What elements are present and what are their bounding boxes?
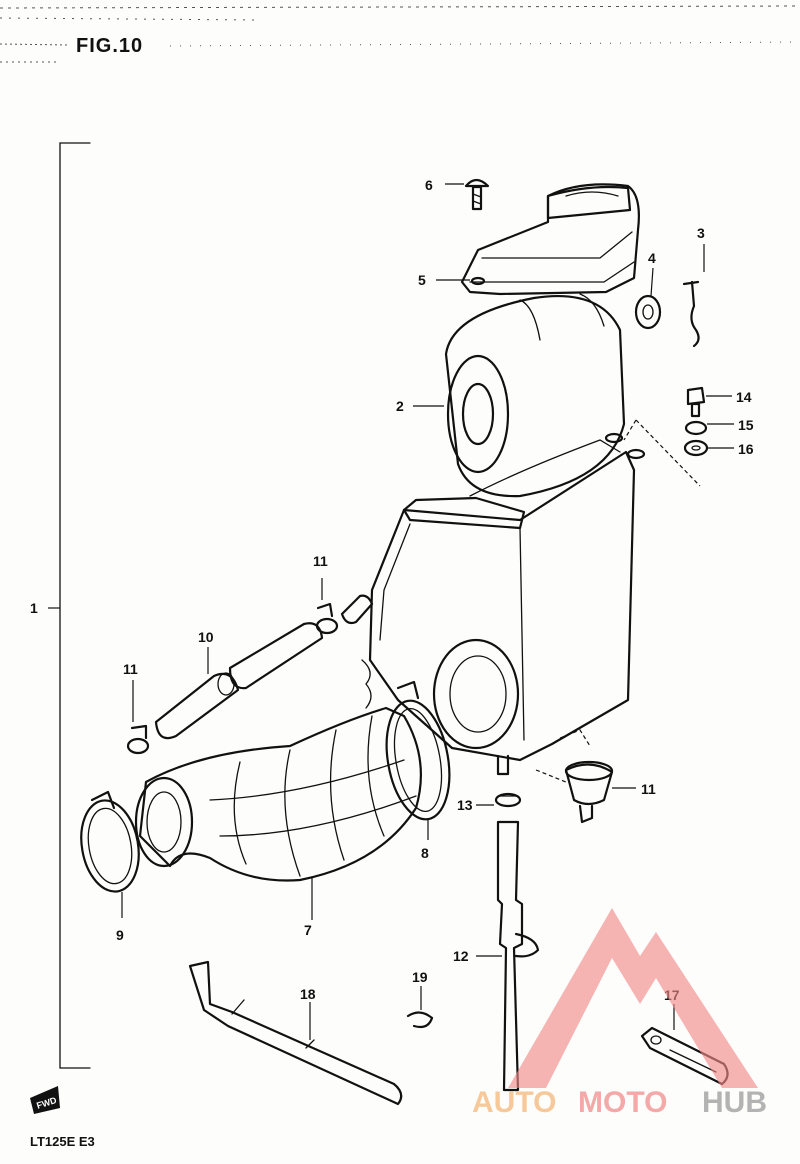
breather-stub	[340, 594, 374, 625]
callout-8: 8	[421, 845, 429, 861]
assembly-bracket	[48, 142, 91, 1069]
drain-hose	[496, 820, 540, 1092]
hose-clip-small	[406, 1011, 434, 1029]
callout-1: 1	[30, 600, 38, 616]
callout-17: 16	[738, 441, 754, 457]
callout-20: 19	[412, 969, 428, 985]
strap-band	[188, 960, 403, 1106]
air-cleaner-case	[361, 432, 646, 776]
callout-7: 7	[304, 922, 312, 938]
mount-bolt-washers	[683, 386, 709, 457]
watermark-hub: HUB	[702, 1086, 767, 1119]
drain-hose-clamp	[494, 792, 522, 808]
watermark-moto: MOTO	[578, 1086, 667, 1119]
watermark-logo: AUTO MOTO HUB	[472, 908, 767, 1119]
breather-tube	[154, 622, 324, 740]
grommet-part	[634, 294, 662, 330]
watermark-auto: AUTO	[472, 1086, 556, 1119]
callout-13: 12	[453, 948, 469, 964]
scan-noise	[0, 5, 800, 63]
figure-title: FIG.10	[76, 35, 143, 57]
callout-3: 3	[697, 225, 705, 241]
model-label: LT125E E3	[30, 1134, 95, 1149]
callout-15: 14	[736, 389, 752, 405]
callout-10: 10	[198, 629, 214, 645]
air-filter-element	[444, 293, 626, 498]
bolt-part	[682, 280, 700, 348]
callout-9: 9	[116, 927, 124, 943]
callout-11-upper: 11	[313, 553, 328, 569]
screw-part	[464, 178, 490, 211]
callout-6: 6	[425, 177, 433, 193]
callout-2: 2	[396, 398, 404, 414]
air-cleaner-cap	[460, 183, 640, 296]
hose-clip-lower	[126, 724, 150, 755]
callout-12: 11	[641, 781, 656, 797]
callout-5: 5	[418, 272, 426, 288]
callout-11-lower: 11	[123, 661, 138, 677]
watermark-triangle-icon	[508, 908, 758, 1088]
callout-16: 15	[738, 417, 754, 433]
callout-14: 13	[457, 797, 473, 813]
callout-19: 18	[300, 986, 316, 1002]
forward-arrow-icon: FWD	[30, 1086, 60, 1114]
callout-4: 4	[648, 250, 656, 266]
hose-clamp-small	[80, 790, 140, 893]
drain-plug	[564, 760, 614, 824]
